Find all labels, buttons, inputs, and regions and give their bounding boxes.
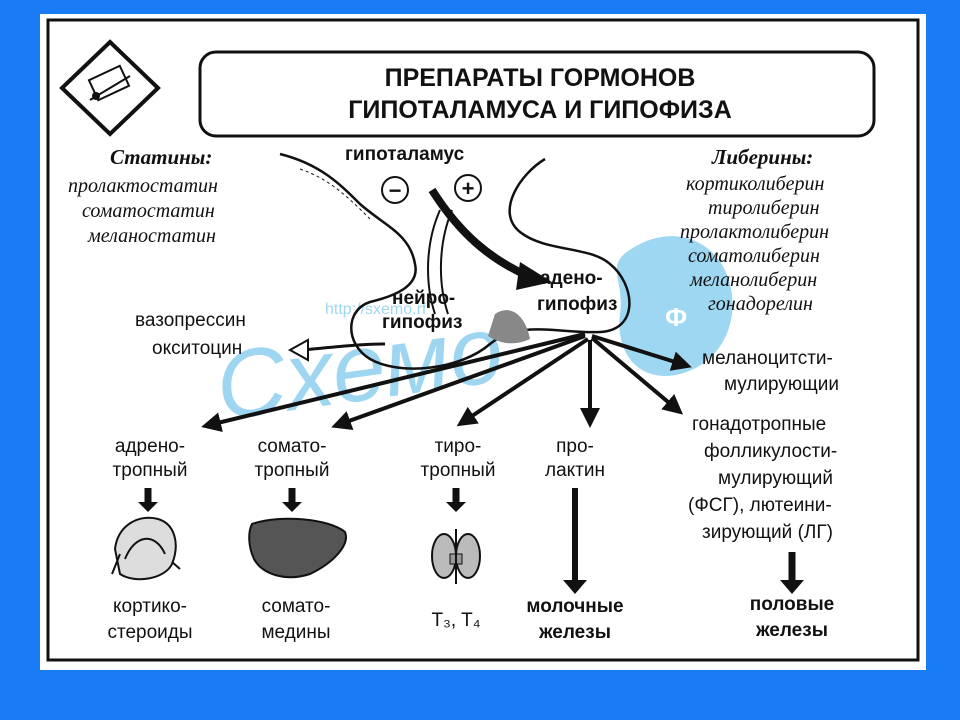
neuro-pathway [427,209,441,315]
thyroid-hormones-label: T₃, T₄ [432,610,481,631]
arrow-to-acth [201,332,586,432]
adenohypophysis-label-2: гипофиз [537,294,617,315]
inhibit-sign-icon [381,176,409,204]
acth-arrowhead [138,502,158,512]
watermark: Схемо http://sxemo.rf Ф [209,236,733,441]
stg-arrowhead [282,502,302,512]
title-line2: ГИПОТАЛАМУСА И ГИПОФИЗА [348,96,732,124]
corticosteroids-label-2: стероиды [107,622,192,643]
liberin-item: пролактолиберин [680,221,829,243]
somatomedins-label-2: медины [261,622,330,643]
watermark-splash [616,236,733,376]
hypothalamus-label: гипоталамус [345,144,465,165]
title-banner [198,50,876,138]
adenohypophysis-label-1: адено- [540,268,603,289]
liberin-item: кортиколиберин [686,173,825,195]
watermark-badge: Ф [665,302,687,332]
msh-label-2: мулирующии [724,374,839,395]
liberins-heading: Либерины: [711,145,813,169]
stimulate-sign-icon [454,174,482,202]
prolactin-arrowhead [563,580,587,594]
gonadotropic-label-1: гонадотропные [692,414,826,435]
slide: ПРЕПАРАТЫ ГОРМОНОВ ГИПОТАЛАМУСА И ГИПОФИ… [40,14,926,670]
gonadotropic-label-2: фолликулости- [704,441,837,462]
prolactin-label-1: про- [556,436,594,457]
gonadotropic-label-3: мулирующий [718,468,833,489]
prolactin-label-2: лактин [545,460,605,481]
mammary-glands-label-1: молочные [526,596,623,617]
acth-label-1: адрено- [115,436,185,457]
arrow-to-tsh [456,337,590,427]
lobe-shading [488,310,530,344]
neurohypophysis-label-1: нейро- [392,288,455,309]
tsh-label-2: тропный [421,460,496,481]
liberin-item: тиролиберин [708,197,820,219]
tsh-arrowhead [446,502,466,512]
statin-item: меланостатин [87,225,216,247]
liberin-item: меланолиберин [689,269,817,291]
stg-label-1: сомато- [258,436,327,457]
title-line1: ПРЕПАРАТЫ ГОРМОНОВ [385,64,696,92]
liberin-item: соматолиберин [688,245,820,267]
stimulus-arrowhead [516,262,552,290]
acth-label-2: тропный [113,460,188,481]
mammary-glands-label-2: железы [538,622,611,643]
arrow-to-stg [331,334,586,430]
neuro-pathway [439,209,453,315]
watermark-url: http://sxemo.rf [325,301,427,318]
stimulate-sign: + [462,176,475,201]
neurohypophysis-label-2: гипофиз [382,312,462,333]
gonads-label-1: половые [750,594,835,615]
stg-label-2: тропный [255,460,330,481]
brain-hatch [299,168,371,220]
tsh-label-1: тиро- [435,436,482,457]
msh-label-1: меланоцитсти- [702,348,833,369]
statins-heading: Статины: [110,145,212,169]
arrow-to-msh [591,334,692,371]
oxytocin-label: окситоцин [152,338,242,359]
pituitary-outline [279,152,631,370]
stimulus-arrow [428,187,530,280]
hormone-diagram: ПРЕПАРАТЫ ГОРМОНОВ ГИПОТАЛАМУСА И ГИПОФИ… [46,18,920,662]
arrow-to-gonadotropic [590,336,684,415]
liver-icon [248,517,347,579]
gonadotropic-label-5: зирующий (ЛГ) [702,522,833,543]
neuro-release-arrowhead [287,338,309,362]
gonadotropic-label-4: (ФСГ), лютеини- [688,495,832,516]
book-logo-icon [59,39,161,137]
statin-item: пролактостатин [68,175,218,197]
corticosteroids-label-1: кортико- [113,596,187,617]
adrenal-gland-icon [111,516,181,581]
gonads-label-2: железы [755,620,828,641]
neuro-release-arrow [301,342,386,352]
vasopressin-label: вазопрессин [135,310,246,331]
inhibit-sign: − [389,178,402,203]
liberin-item: гонадорелин [708,293,813,315]
diagram-frame [46,18,920,662]
somatomedins-label-1: сомато- [262,596,331,617]
gonad-arrowhead [780,580,804,594]
thyroid-gland-icon [431,529,481,584]
statin-item: соматостатин [82,200,215,222]
